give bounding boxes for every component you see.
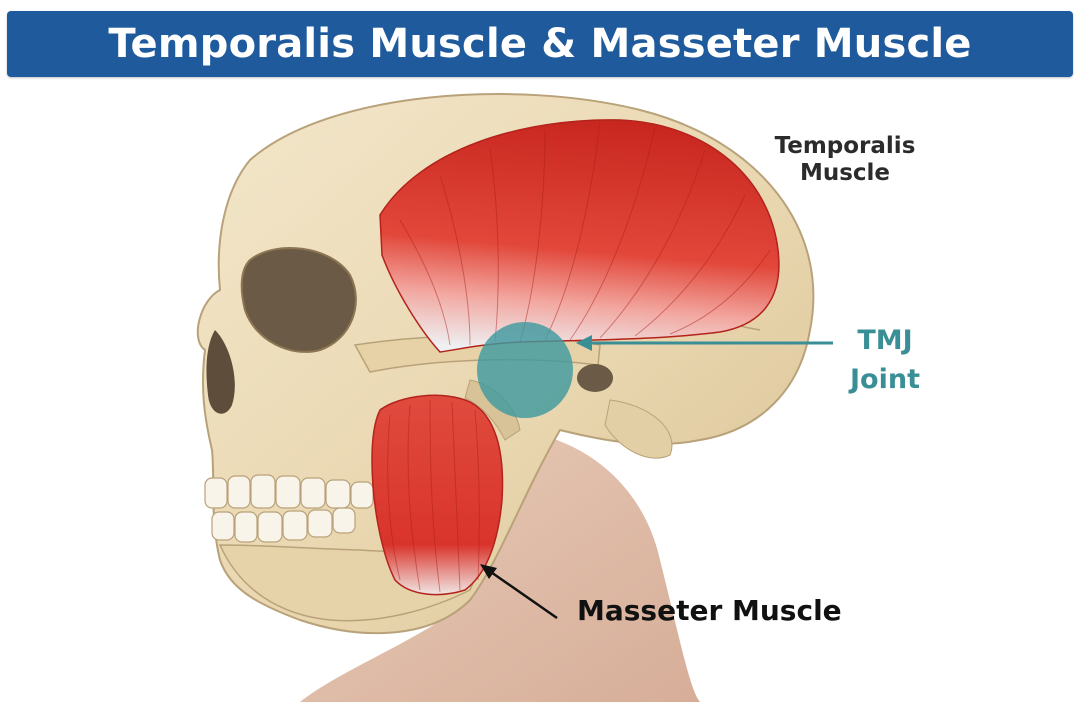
masseter-muscle-icon xyxy=(371,394,504,596)
temporalis-label-line1: Temporalis xyxy=(774,133,916,159)
tmj-label-line1: TMJ xyxy=(857,325,913,356)
neck-tissue xyxy=(300,428,700,702)
temporalis-label-line2: Muscle xyxy=(799,160,891,187)
temporalis-label: Temporalis Muscle xyxy=(740,133,950,187)
tmj-highlight-icon xyxy=(477,322,573,418)
temporalis-muscle-icon xyxy=(379,119,780,353)
page-title: Temporalis Muscle & Masseter Muscle xyxy=(108,21,972,67)
masseter-pointer-arrow xyxy=(480,564,558,620)
tmj-label: TMJ Joint xyxy=(820,321,950,399)
tmj-label-line2: Joint xyxy=(850,364,920,396)
masseter-label: Masseter Muscle xyxy=(577,594,842,627)
title-banner: Temporalis Muscle & Masseter Muscle xyxy=(7,11,1073,77)
tmj-pointer-arrow xyxy=(576,335,833,351)
